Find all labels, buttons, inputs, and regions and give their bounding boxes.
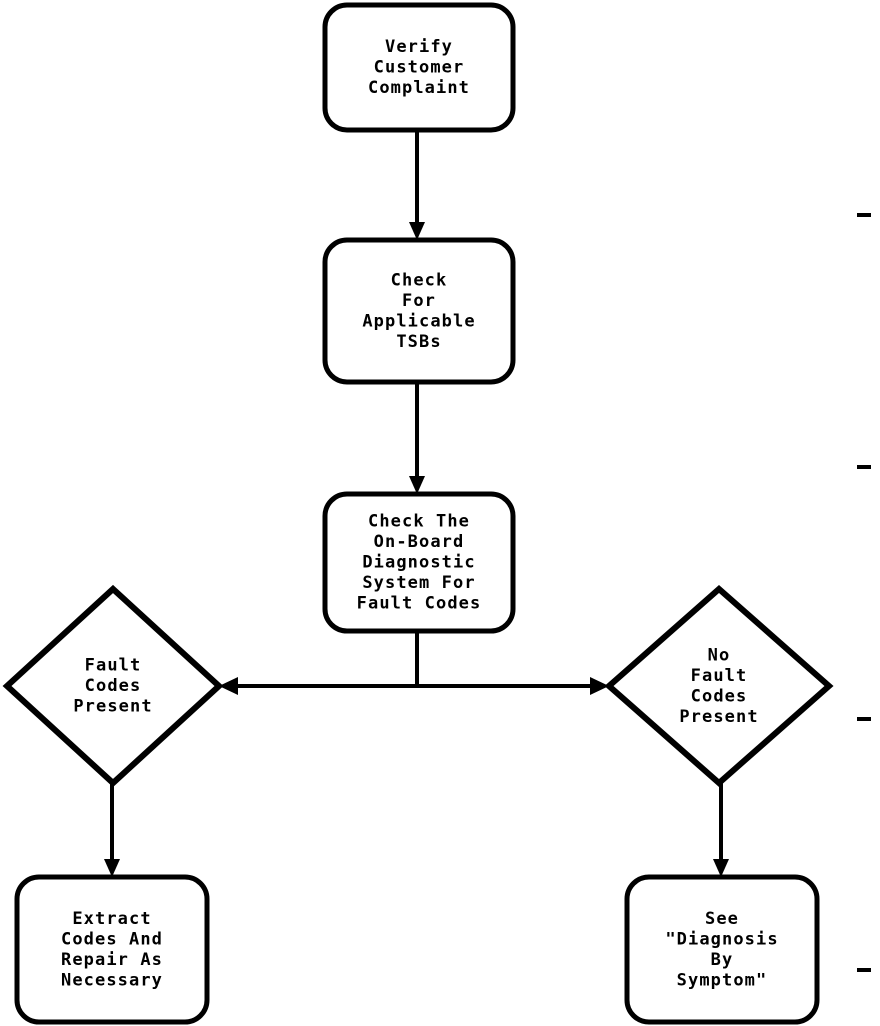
node-text-line: Codes bbox=[85, 676, 142, 696]
node-text-line: No bbox=[708, 645, 731, 665]
fault-codes-present-diamond-outline bbox=[2, 584, 224, 788]
connector-obd-to-fault-codes bbox=[219, 677, 417, 695]
page-edge-tick-1 bbox=[857, 213, 871, 217]
arrowhead-down-icon bbox=[713, 859, 729, 877]
node-text-line: Fault bbox=[691, 666, 748, 686]
arrowhead-down-icon bbox=[104, 859, 120, 877]
node-text-line: System For bbox=[362, 573, 475, 593]
connectors-layer bbox=[104, 130, 729, 877]
node-text-line: Present bbox=[679, 707, 758, 727]
node-text-line: TSBs bbox=[396, 332, 441, 352]
arrowhead-down-icon bbox=[409, 476, 425, 494]
connector-fault-codes-to-extract bbox=[104, 783, 120, 877]
page-edge-ticks-layer bbox=[857, 213, 871, 972]
node-text-line: Repair As bbox=[61, 950, 163, 970]
node-text-line: Fault Codes bbox=[357, 594, 482, 614]
node-text-line: Codes bbox=[691, 686, 748, 706]
node-text-line: Check The bbox=[368, 512, 470, 532]
node-text-line: Extract bbox=[72, 909, 151, 929]
check-tsbs-box-outline bbox=[322, 237, 516, 385]
node-text-line: By bbox=[711, 950, 734, 970]
arrowhead-right-icon bbox=[590, 677, 609, 695]
node-text-line: Verify bbox=[385, 37, 453, 57]
arrowhead-left-icon bbox=[219, 677, 238, 695]
node-text-line: See bbox=[705, 909, 739, 929]
verify-customer-complaint-box-outline bbox=[322, 2, 516, 133]
connector-no-fault-codes-to-symptom bbox=[713, 783, 729, 877]
node-text-line: Symptom" bbox=[677, 970, 768, 990]
node-text-line: For bbox=[402, 291, 436, 311]
node-text-line: Codes And bbox=[61, 929, 163, 949]
node-text-line: "Diagnosis bbox=[665, 929, 778, 949]
check-obd-system-box-outline bbox=[322, 491, 516, 634]
connector-tsbs-to-obd bbox=[409, 382, 425, 494]
extract-codes-repair-box-outline bbox=[14, 874, 210, 1025]
connector-obd-to-no-fault-codes bbox=[417, 677, 609, 695]
node-text-line: Fault bbox=[85, 656, 142, 676]
node-text-line: On-Board bbox=[374, 532, 465, 552]
node-text-line: Diagnostic bbox=[362, 553, 475, 573]
page-edge-tick-4 bbox=[857, 968, 871, 972]
connector-verify-to-tsbs bbox=[409, 130, 425, 240]
node-text-line: Necessary bbox=[61, 970, 163, 990]
arrowhead-down-icon bbox=[409, 222, 425, 240]
node-text-line: Check bbox=[391, 270, 448, 290]
page-edge-tick-2 bbox=[857, 465, 871, 469]
see-diagnosis-by-symptom-box-outline bbox=[624, 874, 820, 1025]
node-text-line: Applicable bbox=[362, 311, 475, 331]
no-fault-codes-present-diamond-outline bbox=[604, 585, 834, 787]
node-text-line: Complaint bbox=[368, 78, 470, 98]
node-text-line: Present bbox=[73, 697, 152, 717]
node-text-line: Customer bbox=[374, 58, 465, 78]
page-edge-tick-3 bbox=[857, 717, 871, 721]
